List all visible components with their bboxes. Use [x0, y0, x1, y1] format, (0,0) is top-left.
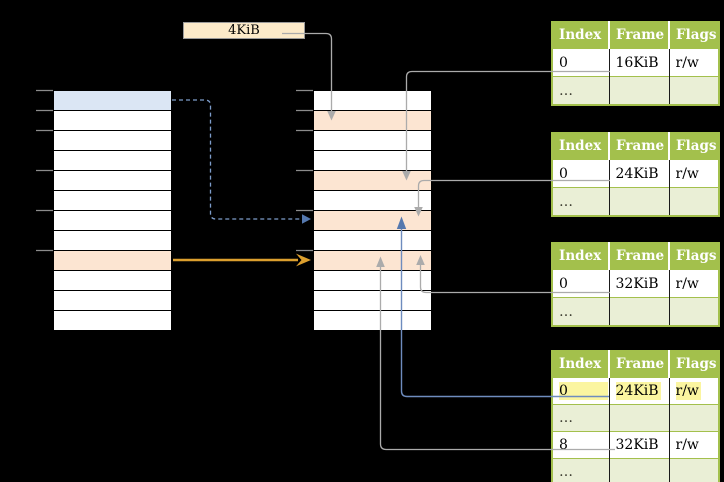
- cell-index: 0: [552, 159, 609, 188]
- cell-index: …: [552, 187, 609, 216]
- table-row-ellipsis: …: [552, 297, 719, 326]
- cell-frame: 24KiB: [608, 159, 669, 188]
- physical-frame-row-3: [314, 151, 431, 171]
- table-header-row: Index Frame Flags: [552, 351, 719, 378]
- virtual-page-row-3: [54, 151, 171, 171]
- physical-frame-row-10: [314, 291, 431, 311]
- virtual-page-row-7: [54, 231, 171, 251]
- header-index: Index: [552, 243, 609, 270]
- physical-frame-row-5: [314, 191, 431, 211]
- virtual-page-row-9: [54, 271, 171, 291]
- physical-frame-row-2: [314, 131, 431, 151]
- header-frame: Frame: [608, 22, 669, 49]
- cell-flags: r/w: [668, 48, 719, 77]
- physical-frame-row-9: [314, 271, 431, 291]
- cell-flags: [668, 187, 719, 216]
- cell-flags: [668, 404, 719, 432]
- table-row-ellipsis: …: [552, 458, 719, 482]
- table-header-row: Index Frame Flags: [552, 133, 719, 160]
- cell-index: 8: [552, 431, 609, 459]
- header-frame: Frame: [608, 133, 669, 160]
- virtual-page-row-1: [54, 111, 171, 131]
- header-flags: Flags: [668, 133, 719, 160]
- table-header-row: Index Frame Flags: [552, 243, 719, 270]
- table-row: 0 24KiB r/w: [552, 159, 719, 188]
- physical-frame-row-4: [314, 171, 431, 191]
- highlight-index: 0: [559, 382, 608, 400]
- cell-frame: [608, 187, 669, 216]
- header-flags: Flags: [668, 243, 719, 270]
- table-row: 0 16KiB r/w: [552, 48, 719, 77]
- physical-frame-row-1: [314, 111, 431, 131]
- header-frame: Frame: [608, 351, 669, 378]
- physical-frame-row-7: [314, 231, 431, 251]
- cell-flags: r/w: [668, 159, 719, 188]
- cell-flags: [668, 76, 719, 105]
- table-row: 8 32KiB r/w: [552, 431, 719, 459]
- virtual-page-row-4: [54, 171, 171, 191]
- cell-flags: r/w: [668, 269, 719, 298]
- table-row-ellipsis: …: [552, 187, 719, 216]
- cell-flags: r/w: [668, 431, 719, 459]
- cell-frame: [608, 458, 669, 482]
- header-index: Index: [552, 22, 609, 49]
- table-row: 0 32KiB r/w: [552, 269, 719, 298]
- cell-frame: 32KiB: [608, 269, 669, 298]
- cell-index: …: [552, 404, 609, 432]
- virtual-page-row-2: [54, 131, 171, 151]
- virtual-page-row-10: [54, 291, 171, 311]
- highlight-frame: 24KiB: [615, 382, 661, 400]
- header-index: Index: [552, 133, 609, 160]
- virtual-page-row-0: [54, 91, 171, 111]
- cell-flags: [668, 297, 719, 326]
- physical-frame-row-0: [314, 91, 431, 111]
- arrowhead-right-icon: [302, 214, 311, 224]
- virtual-page-row-8: [54, 251, 171, 271]
- page-table-24kib: Index Frame Flags 0 24KiB r/w …: [551, 132, 720, 217]
- cell-index: …: [552, 297, 609, 326]
- cell-index: 0: [552, 377, 609, 405]
- left-table-ticks: [36, 89, 53, 252]
- arrow-blue-entry-to-frame: [172, 99, 302, 220]
- virtual-page-table: [53, 90, 172, 331]
- header-flags: Flags: [668, 22, 719, 49]
- middle-table-ticks: [296, 89, 313, 252]
- virtual-page-row-11: [54, 311, 171, 330]
- cell-frame: 16KiB: [608, 48, 669, 77]
- page-table-16kib: Index Frame Flags 0 16KiB r/w …: [551, 21, 720, 106]
- physical-frame-table: [313, 90, 432, 331]
- cell-frame: [608, 297, 669, 326]
- physical-frame-row-6: [314, 211, 431, 231]
- virtual-page-row-6: [54, 211, 171, 231]
- cell-index: …: [552, 458, 609, 482]
- table-header-row: Index Frame Flags: [552, 22, 719, 49]
- highlight-flags: r/w: [675, 382, 701, 400]
- cell-index: …: [552, 76, 609, 105]
- page-table-32kib: Index Frame Flags 0 32KiB r/w …: [551, 242, 720, 327]
- page-size-label: 4KiB: [183, 22, 305, 39]
- arrowhead-right-icon: [296, 253, 311, 267]
- table-row-ellipsis: …: [552, 404, 719, 432]
- page-table-bottom: Index Frame Flags 0 24KiB r/w … 8 32KiB …: [551, 350, 720, 482]
- virtual-page-row-5: [54, 191, 171, 211]
- cell-index: 0: [552, 269, 609, 298]
- cell-flags: [668, 458, 719, 482]
- table-row-ellipsis: …: [552, 76, 719, 105]
- physical-frame-row-8: [314, 251, 431, 271]
- physical-frame-row-11: [314, 311, 431, 330]
- header-index: Index: [552, 351, 609, 378]
- header-flags: Flags: [668, 351, 719, 378]
- cell-frame: [608, 76, 669, 105]
- header-frame: Frame: [608, 243, 669, 270]
- table-row-highlighted: 0 24KiB r/w: [552, 377, 719, 405]
- cell-index: 0: [552, 48, 609, 77]
- cell-flags: r/w: [668, 377, 719, 405]
- cell-frame: 32KiB: [608, 431, 669, 459]
- cell-frame: 24KiB: [608, 377, 669, 405]
- cell-frame: [608, 404, 669, 432]
